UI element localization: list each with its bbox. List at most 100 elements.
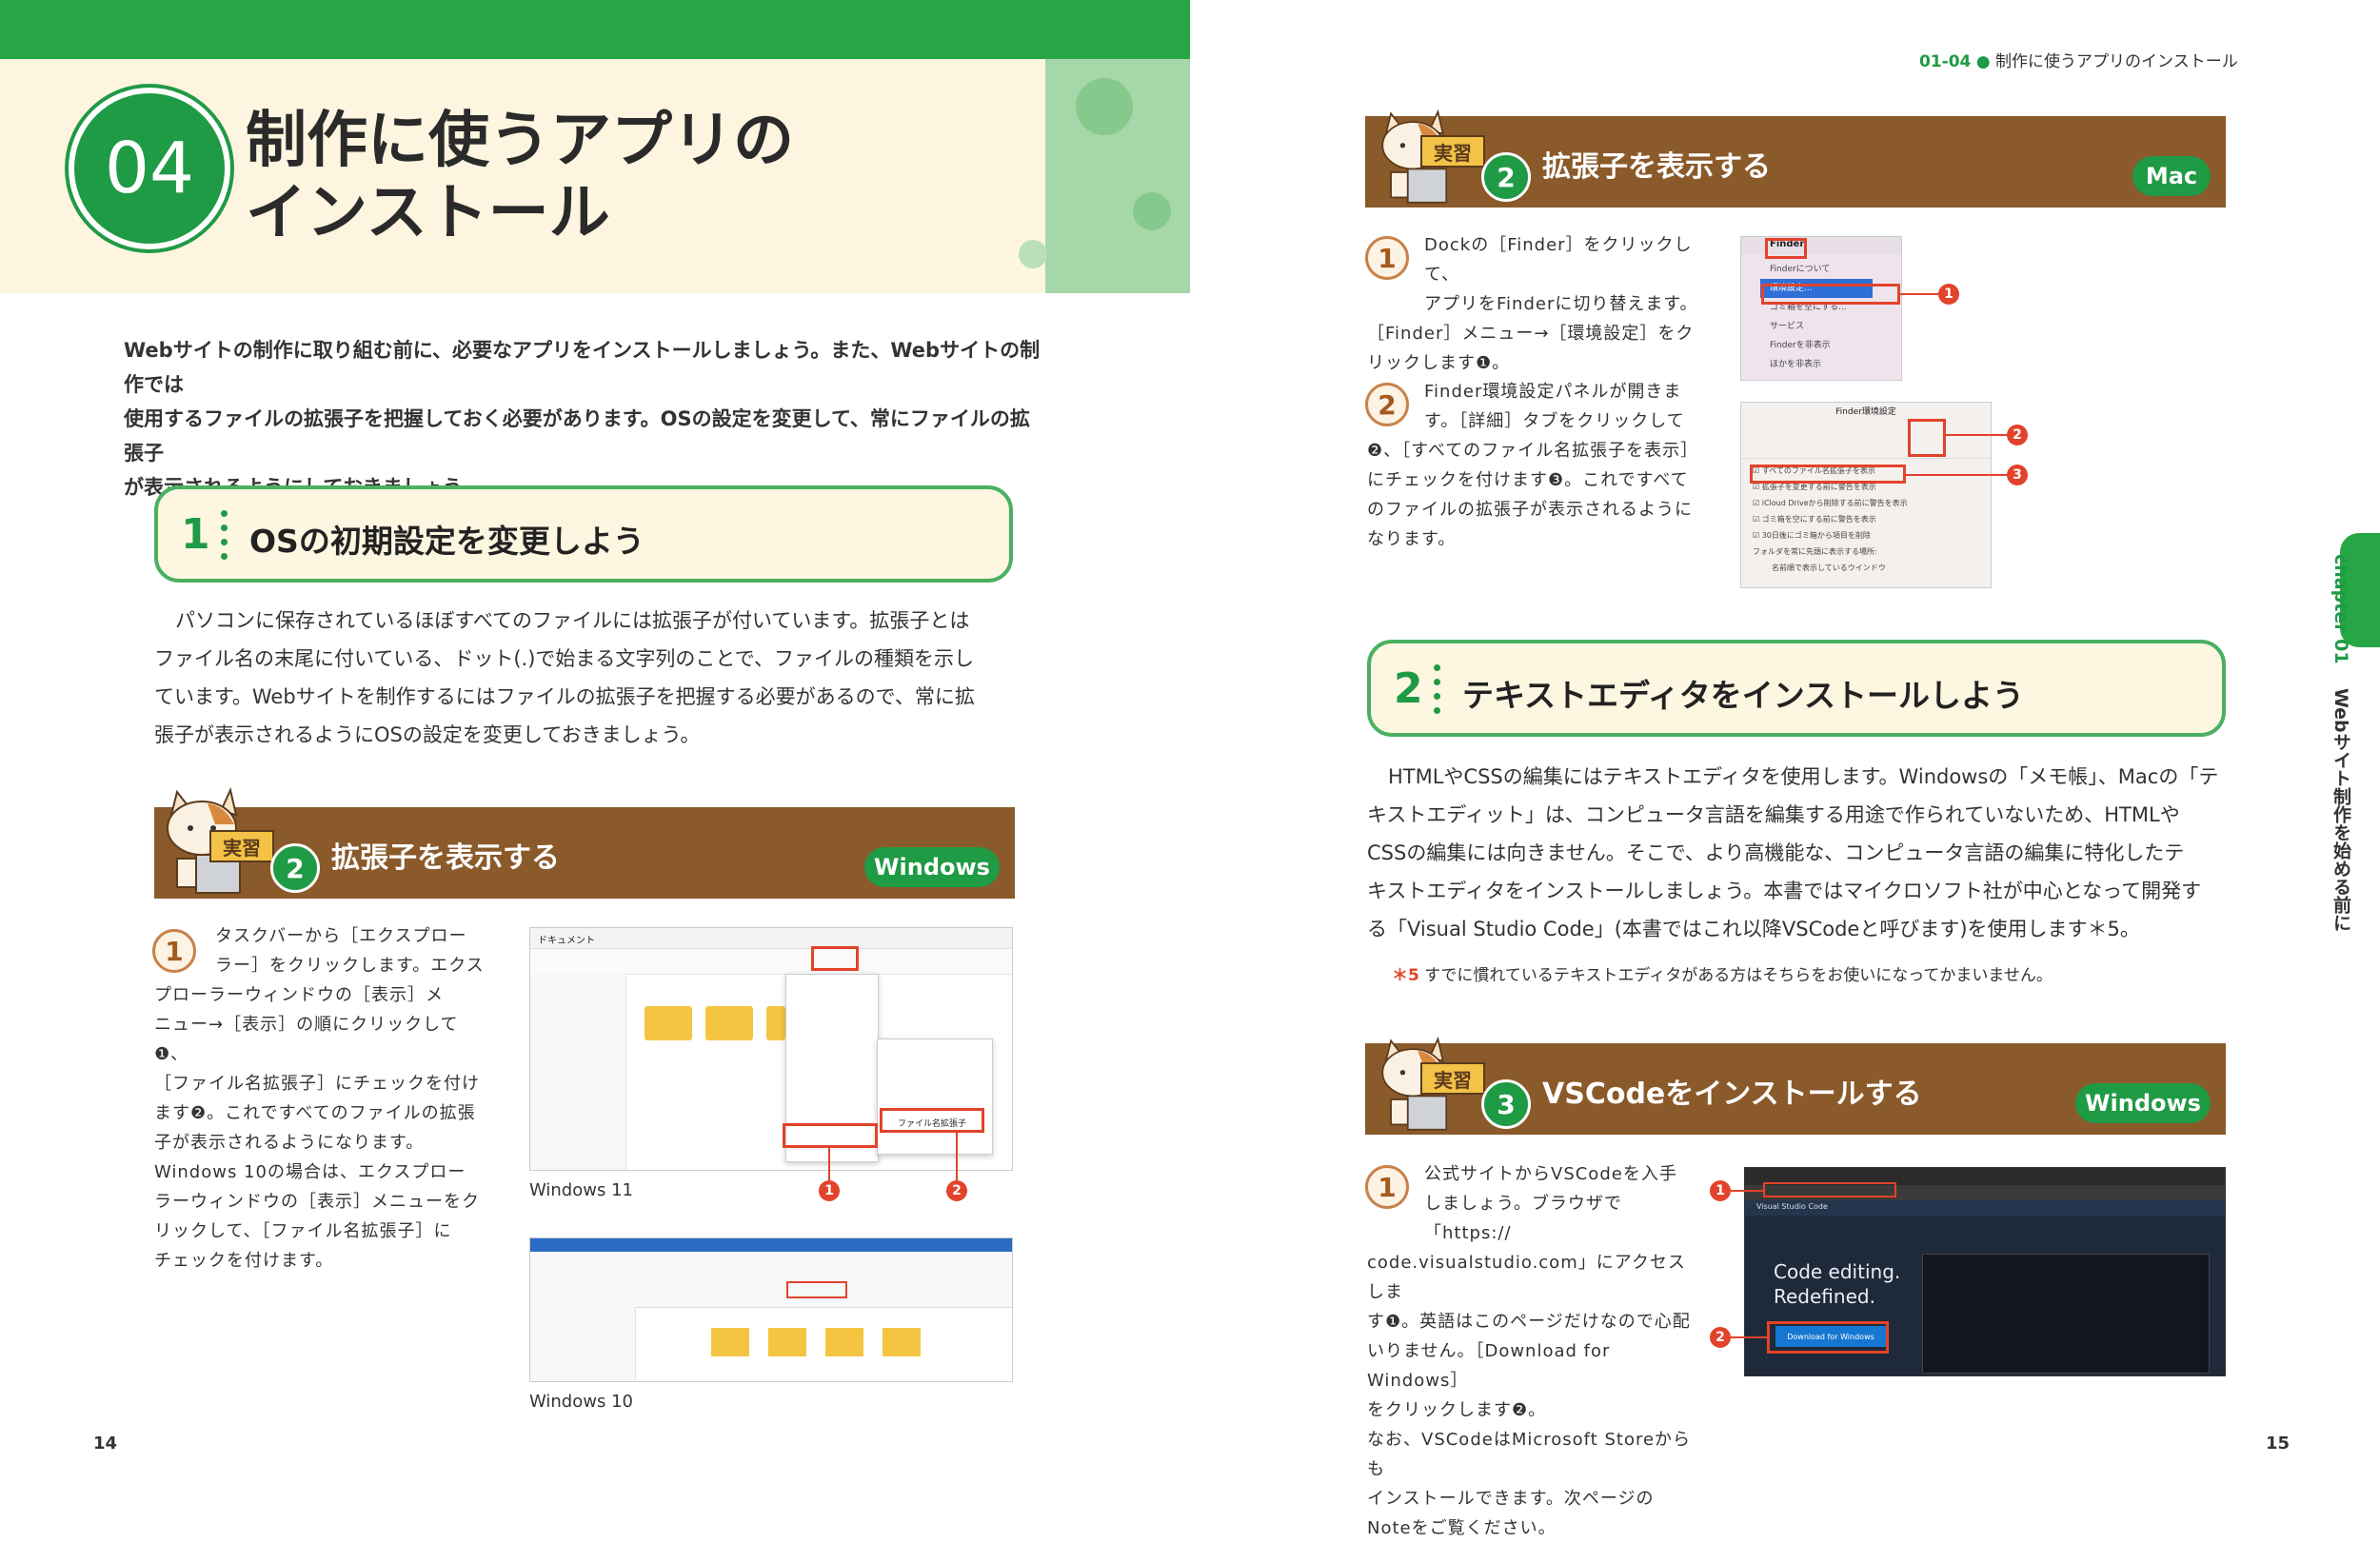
callout-line bbox=[828, 1148, 830, 1184]
os-badge-mac: Mac bbox=[2132, 156, 2211, 196]
step-line: にチェックを付けます❸。これですべて bbox=[1367, 470, 1689, 490]
running-head-code: 01-04 bbox=[1919, 52, 1972, 71]
callout-line bbox=[1946, 434, 2009, 436]
prefs-toolbar bbox=[1741, 420, 1991, 459]
section-divider-dots bbox=[1434, 664, 1441, 722]
marker-1: 1 bbox=[819, 1180, 840, 1201]
step-line: なります。 bbox=[1367, 529, 1457, 549]
step-line: なお、VSCodeはMicrosoft Storeからも bbox=[1367, 1430, 1692, 1479]
practice-badge: 実習 bbox=[209, 830, 274, 862]
marker-1: 1 bbox=[1710, 1180, 1731, 1201]
windows11-explorer-screenshot: ドキュメント ファイル名拡張子 bbox=[529, 927, 1013, 1171]
editor-preview bbox=[1922, 1254, 2210, 1374]
finder-menu-items: Finderについて 環境設定... ゴミ箱を空にする... サービス Find… bbox=[1741, 254, 1901, 380]
body-line: る「Visual Studio Code」(本書ではこれ以降VSCodeと呼びま… bbox=[1367, 918, 2140, 940]
menu-item[interactable]: Finderを非表示 bbox=[1770, 341, 1831, 350]
folder-icon bbox=[645, 1006, 692, 1040]
step-line: プローラーウィンドウの［表示］メ bbox=[154, 985, 444, 1005]
step-line: ［ファイル名拡張子］にチェックを付け bbox=[154, 1074, 480, 1094]
body-line: CSSの編集には向きません。そこで、より高機能な、コンピュータ言語の編集に特化し… bbox=[1367, 841, 2185, 864]
prefs-option[interactable]: ☑ iCloud Driveから削除する前に警告を表示 bbox=[1753, 499, 1908, 507]
step-line: リックして、［ファイル名拡張子］に bbox=[154, 1221, 452, 1241]
section-divider-dots bbox=[221, 510, 228, 567]
practice-title: 拡張子を表示する bbox=[331, 841, 560, 875]
ribbon-tabs bbox=[530, 1238, 1012, 1252]
prefs-option[interactable]: ☑ ゴミ箱を空にする前に警告を表示 bbox=[1753, 515, 1876, 524]
intro-line: Webサイトの制作に取り組む前に、必要なアプリをインストールしましょう。また、W… bbox=[124, 339, 1041, 396]
page-number: 15 bbox=[2266, 1434, 2291, 1454]
step-line: リックします❶。 bbox=[1367, 353, 1511, 373]
marker-2: 2 bbox=[946, 1180, 967, 1201]
body-line: ファイル名の末尾に付いている、ドット(.)で始まる文字列のことで、ファイルの種類… bbox=[154, 647, 974, 670]
intro-line: 使用するファイルの拡張子を把握しておく必要があります。OSの設定を変更して、常に… bbox=[124, 407, 1030, 465]
section-heading-box: 1 OSの初期設定を変更しよう bbox=[154, 485, 1013, 583]
callout-line bbox=[1731, 1190, 1763, 1192]
os-badge-windows: Windows bbox=[2075, 1083, 2211, 1123]
menu-item[interactable]: ゴミ箱を空にする... bbox=[1770, 303, 1847, 312]
section-body: パソコンに保存されているほぼすべてのファイルには拡張子が付いています。拡張子とは… bbox=[154, 602, 1021, 754]
callout-line bbox=[1906, 474, 2009, 476]
show-submenu bbox=[877, 1039, 993, 1155]
download-windows-button[interactable]: Download for Windows bbox=[1775, 1326, 1886, 1347]
callout-show-menu bbox=[783, 1123, 878, 1148]
step-line: チェックを付けます。 bbox=[154, 1251, 334, 1271]
chapter-title: 制作に使うアプリの インストール bbox=[246, 105, 794, 249]
chapter-intro: Webサイトの制作に取り組む前に、必要なアプリをインストールしましょう。また、W… bbox=[124, 333, 1047, 504]
step-instructions: タスクバーから［エクスプロー ラー］をクリックします。エクス プローラーウィンド… bbox=[154, 921, 487, 1276]
footnote-text: すでに慣れているテキストエディタがある方はそちらをお使いになってかまいません。 bbox=[1424, 966, 2053, 985]
windows10-explorer-screenshot bbox=[529, 1237, 1013, 1382]
marker-2: 2 bbox=[1710, 1327, 1731, 1348]
step-line: しましょう。ブラウザで「https:// bbox=[1424, 1194, 1622, 1243]
prefs-option[interactable]: ☑ 30日後にゴミ箱から項目を削除 bbox=[1753, 531, 1871, 540]
section-number: 1 bbox=[181, 510, 210, 559]
menu-bar-finder: Finder bbox=[1741, 237, 1901, 254]
nav-pane bbox=[530, 974, 626, 1170]
step-line: アプリをFinderに切り替えます。 bbox=[1424, 294, 1698, 314]
step-line: ［Finder］メニュー→［環境設定］をク bbox=[1367, 324, 1695, 344]
step-line: のファイルの拡張子が表示されるように bbox=[1367, 500, 1693, 520]
step-number: 1 bbox=[1365, 236, 1409, 280]
chapter-side-tab bbox=[2340, 533, 2380, 647]
hero-heading: Code editing. Redefined. bbox=[1774, 1259, 1900, 1309]
vscode-website-screenshot: Visual Studio Code Code editing. Redefin… bbox=[1744, 1167, 2226, 1376]
screenshot-caption: Windows 10 bbox=[529, 1392, 633, 1412]
menu-item[interactable]: ほかを非表示 bbox=[1770, 360, 1822, 369]
menu-item[interactable]: Finderについて bbox=[1770, 265, 1831, 274]
footnote-mark: ＊5 bbox=[1392, 966, 1419, 985]
step-number: 1 bbox=[152, 929, 196, 973]
practice-band: 実習 3 VSCodeをインストールする Windows bbox=[1365, 1036, 2226, 1135]
section-title: OSの初期設定を変更しよう bbox=[249, 523, 645, 560]
prefs-option[interactable]: ☑ 拡張子を変更する前に警告を表示 bbox=[1753, 483, 1876, 491]
step-line: code.visualstudio.com」にアクセスしま bbox=[1367, 1253, 1686, 1302]
side-chapter: chapter 01 bbox=[2330, 554, 2351, 664]
menu-item-file-extensions[interactable]: ファイル名拡張子 bbox=[898, 1119, 967, 1129]
step-line: をクリックします❷。 bbox=[1367, 1400, 1547, 1420]
chapter-title-line: 制作に使うアプリの bbox=[246, 106, 794, 176]
screenshot-caption: Windows 11 bbox=[529, 1180, 633, 1200]
chapter-top-bar bbox=[0, 0, 1190, 59]
section-title: テキストエディタをインストールしよう bbox=[1462, 677, 2025, 714]
hero-line: Code editing. bbox=[1774, 1260, 1901, 1283]
callout-line bbox=[1900, 293, 1938, 295]
folder-icon bbox=[825, 1328, 863, 1356]
step-line: ❷、［すべてのファイル名拡張子を表示］ bbox=[1367, 441, 1699, 461]
step-line: ニュー→［表示］の順にクリックして❶、 bbox=[154, 1015, 459, 1064]
body-line: キストエディタをインストールしましょう。本書ではマイクロソフト社が中心となって開… bbox=[1367, 880, 2202, 902]
prefs-option[interactable]: ☑ すべてのファイル名拡張子を表示 bbox=[1753, 466, 1875, 475]
callout-advanced-tab bbox=[1908, 419, 1946, 457]
step-line: ラー］をクリックします。エクス bbox=[215, 956, 485, 976]
step-line: Noteをご覧ください。 bbox=[1367, 1518, 1557, 1538]
folder-icon bbox=[711, 1328, 749, 1356]
running-head: 01-04 ● 制作に使うアプリのインストール bbox=[1919, 52, 2238, 71]
folder-icon bbox=[766, 1006, 785, 1040]
step-instructions: 公式サイトからVSCodeを入手 しましょう。ブラウザで「https:// co… bbox=[1367, 1159, 1700, 1543]
menu-item[interactable]: サービス bbox=[1770, 322, 1805, 331]
nav-pane bbox=[530, 1307, 636, 1381]
folder-icon bbox=[705, 1006, 753, 1040]
step-number: 1 bbox=[1365, 1165, 1409, 1209]
step-instructions: Finder環境設定パネルが開きま す。［詳細］タブをクリックして ❷、［すべて… bbox=[1367, 377, 1710, 554]
step-line: Windows 10の場合は、エクスプロー bbox=[154, 1162, 466, 1182]
prefs-option: フォルダを常に先頭に表示する場所: bbox=[1753, 547, 1877, 556]
callout-file-extensions-checkbox bbox=[786, 1281, 847, 1298]
marker-3: 3 bbox=[2007, 465, 2028, 485]
